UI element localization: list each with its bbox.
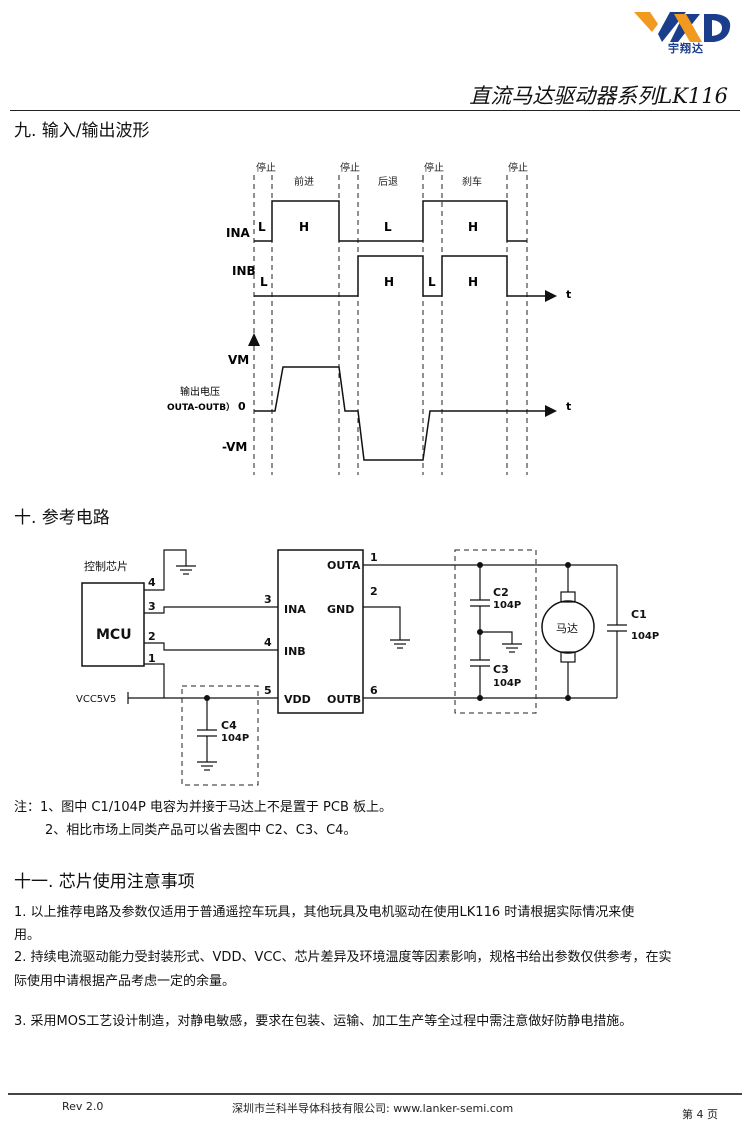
ina-waveform — [254, 200, 527, 242]
chip-pin-name-inb: INB — [284, 645, 306, 658]
inb-time-arrow — [545, 290, 557, 302]
section-10-heading: 十. 参考电路 — [14, 508, 110, 528]
inb-level-2: H — [384, 275, 394, 289]
ina-level-2: H — [299, 220, 309, 234]
motor-label: 马达 — [556, 622, 578, 635]
output-waveform — [254, 366, 545, 461]
section-11-heading: 十一. 芯片使用注意事项 — [14, 872, 195, 892]
notice-item-3: 3. 采用MOS工艺设计制造，对静电敏感，要求在包装、运输、加工生产等全过程中需… — [14, 1014, 633, 1029]
chip-pin-name-gnd: GND — [327, 603, 354, 616]
phase-label-brake: 刹车 — [462, 175, 482, 188]
c3-name: C3 — [493, 663, 509, 676]
chip-pin-num-inb: 4 — [264, 636, 272, 649]
inb-label: INB — [232, 264, 256, 278]
output-voltage-formula: OUTA-OUTB） — [167, 402, 235, 413]
inb-waveform — [254, 255, 545, 297]
chip-pin-num-ina: 3 — [264, 593, 272, 606]
footer-revision: Rev 2.0 — [62, 1100, 104, 1113]
output-time-label: t — [566, 400, 571, 413]
c2-value: 104P — [493, 600, 521, 611]
mcu-pin-1: 1 — [148, 652, 156, 665]
chip-pin-num-outb: 6 — [370, 684, 378, 697]
phase-label-stop-3: 停止 — [424, 161, 444, 174]
mcu-pin-3: 3 — [148, 600, 156, 613]
chip-pin-name-outb: OUTB — [327, 693, 361, 706]
inb-level-1: L — [260, 275, 268, 289]
vcc-label: VCC5V5 — [76, 694, 116, 705]
phase-label-stop-4: 停止 — [508, 161, 528, 174]
reference-circuit: 控制芯片 MCU 4 3 2 1 VCC5V5 3 INA 4 INB 5 VD… — [76, 549, 659, 786]
chip-pin-num-outa: 1 — [370, 551, 378, 564]
output-voltage-label: 输出电压 — [180, 385, 220, 398]
mcu-caption: 控制芯片 — [84, 559, 128, 573]
inb-level-4: H — [468, 275, 478, 289]
chip-pin-name-vdd: VDD — [284, 693, 311, 706]
circuit-note-2: 2、相比市场上同类产品可以省去图中 C2、C3、C4。 — [45, 823, 357, 838]
c4-optional-box — [181, 685, 259, 786]
c2-name: C2 — [493, 586, 509, 599]
zero-label: 0 — [238, 400, 246, 413]
mcu-pin-4: 4 — [148, 576, 156, 589]
phase-label-forward: 前进 — [294, 175, 314, 188]
notice-item-1-line-1: 1. 以上推荐电路及参数仅适用于普通遥控车玩具，其他玩具及电机驱动在使用LK11… — [14, 905, 635, 920]
document-title: 直流马达驱动器系列LK116 — [469, 84, 728, 108]
ina-level-3: L — [384, 220, 392, 234]
chip-pin-name-ina: INA — [284, 603, 306, 616]
brand-name: 宇翔达 — [668, 42, 704, 55]
c1-value: 104P — [631, 631, 659, 642]
phase-label-stop-2: 停止 — [340, 161, 360, 174]
driver-chip — [277, 549, 364, 714]
inb-time-label: t — [566, 288, 571, 301]
section-9-heading: 九. 输入/输出波形 — [14, 121, 150, 141]
chip-pin-num-vdd: 5 — [264, 684, 272, 697]
c3-value: 104P — [493, 678, 521, 689]
mcu-label: MCU — [96, 627, 132, 643]
output-axis-arrow — [248, 333, 260, 346]
motor-symbol — [541, 600, 595, 654]
inb-level-3: L — [428, 275, 436, 289]
c4-name: C4 — [221, 719, 237, 732]
c4-value: 104P — [221, 733, 249, 744]
chip-pin-name-outa: OUTA — [327, 559, 361, 572]
footer-company: 深圳市兰科半导体科技有限公司: www.lanker-semi.com — [232, 1102, 514, 1115]
circuit-note-1: 注：1、图中 C1/104P 电容为并接于马达上不是置于 PCB 板上。 — [14, 800, 393, 815]
footer-rule — [8, 1093, 742, 1095]
vm-label: VM — [228, 353, 249, 367]
notice-item-2-line-1: 2. 持续电流驱动能力受封装形式、VDD、VCC、芯片差异及环境温度等因素影响，… — [14, 950, 672, 965]
phase-label-reverse: 后退 — [378, 176, 398, 188]
waveform-diagram: 停止 前进 停止 后退 停止 刹车 停止 INA L H L H INB t L… — [167, 161, 571, 475]
phase-label-stop-1: 停止 — [256, 161, 276, 174]
c2-c3-optional-box — [454, 549, 537, 714]
ina-level-4: H — [468, 220, 478, 234]
notice-item-2-line-2: 际使用中请根据产品考虑一定的余量。 — [14, 974, 236, 989]
footer-page-number: 第 4 页 — [682, 1108, 718, 1121]
mcu-pin-2: 2 — [148, 630, 156, 643]
output-time-arrow — [545, 405, 557, 417]
chip-pin-num-gnd: 2 — [370, 585, 378, 598]
header-rule — [10, 110, 740, 111]
ina-label: INA — [226, 226, 251, 240]
notice-item-1-line-2: 用。 — [14, 928, 41, 943]
c1-name: C1 — [631, 608, 647, 621]
mcu-box — [81, 582, 145, 667]
neg-vm-label: -VM — [222, 440, 247, 454]
ina-level-1: L — [258, 220, 266, 234]
brand-logo — [634, 12, 731, 42]
